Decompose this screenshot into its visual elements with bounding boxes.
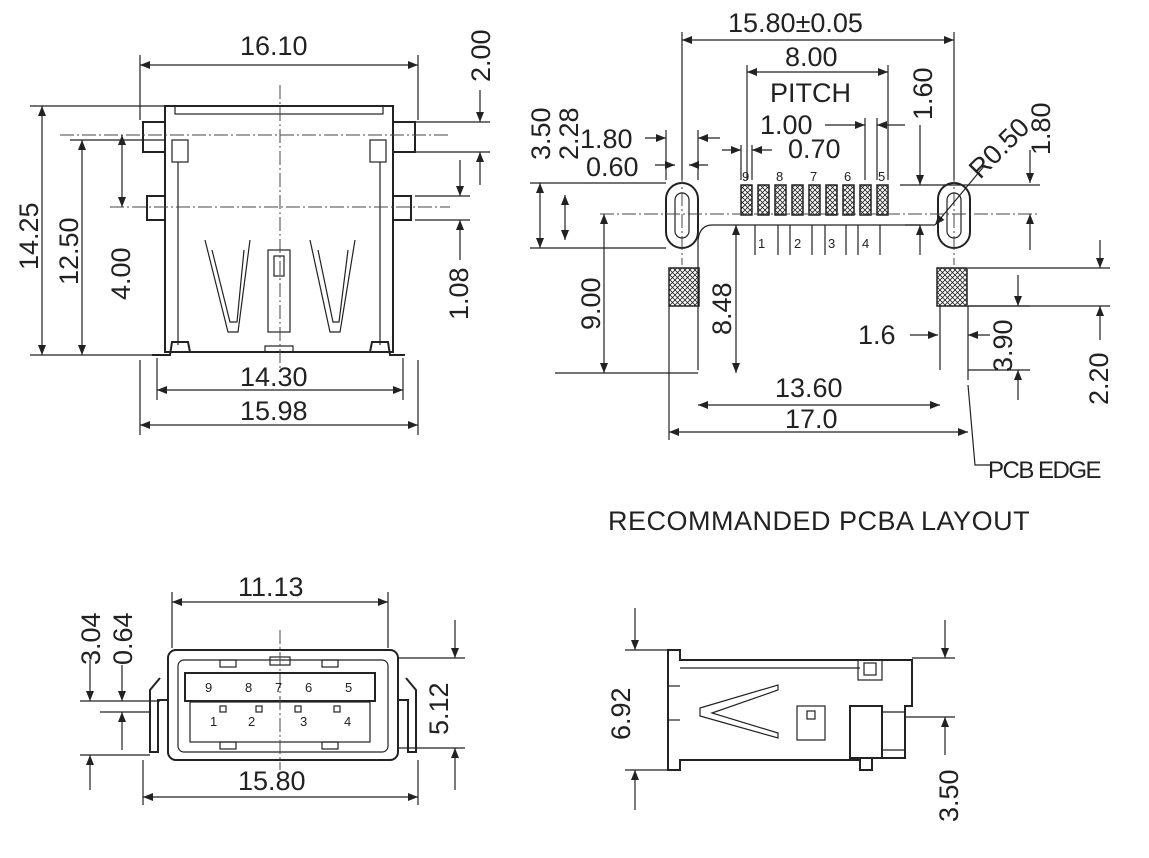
dim-9-00: 9.00 — [576, 277, 606, 330]
dim-13-60: 13.60 — [775, 373, 843, 403]
end-pin-4: 4 — [344, 714, 351, 729]
dim-1-00: 1.00 — [760, 110, 813, 140]
pitch-label: PITCH — [770, 78, 851, 108]
dim-2-20: 2.20 — [1084, 352, 1114, 405]
end-dim-15-80: 15.80 — [238, 766, 306, 796]
end-pin-5: 5 — [345, 680, 352, 695]
front-view: 16.10 2.00 14.25 12.50 4.00 1.08 14.30 1… — [14, 29, 496, 435]
pcb-pin-1: 1 — [758, 236, 765, 251]
dim-0-70: 0.70 — [788, 134, 841, 164]
end-pin-8: 8 — [245, 680, 252, 695]
dim-15-80-tol: 15.80±0.05 — [728, 8, 863, 38]
dim-r0-50: R0.50 — [963, 112, 1035, 184]
pcb-pin-7: 7 — [810, 169, 817, 184]
end-dim-11-13: 11.13 — [238, 572, 304, 602]
end-view: 11.13 3.04 0.64 5.12 15.80 9 8 7 6 5 1 2… — [76, 572, 465, 805]
dim-1-6: 1.6 — [858, 320, 896, 350]
front-view-dim-lines — [30, 55, 490, 435]
end-dim-5-12: 5.12 — [424, 682, 454, 735]
side-view-outline — [667, 649, 913, 771]
pcb-pin-8: 8 — [776, 169, 783, 184]
end-view-dim-lines — [80, 592, 465, 805]
dim-1-80-left: 1.80 — [580, 124, 633, 154]
pcb-pin-2: 2 — [794, 236, 801, 251]
end-pin-6: 6 — [305, 680, 312, 695]
dim-1-60: 1.60 — [908, 67, 938, 120]
pcb-pin-4: 4 — [862, 236, 869, 251]
side-dim-3-50: 3.50 — [934, 769, 964, 822]
end-pin-1: 1 — [210, 714, 217, 729]
pcb-pin-3: 3 — [828, 236, 835, 251]
side-dim-6-92: 6.92 — [606, 687, 636, 740]
side-view-dim-lines — [625, 608, 955, 810]
dim-3-50: 3.50 — [526, 107, 556, 160]
dim-15-98: 15.98 — [240, 396, 308, 426]
dim-12-50: 12.50 — [54, 217, 84, 285]
end-dim-3-04: 3.04 — [76, 612, 106, 665]
dim-3-90: 3.90 — [988, 319, 1018, 372]
end-pin-9: 9 — [205, 680, 212, 695]
pcb-layout-outline — [555, 170, 1040, 440]
front-view-outline — [60, 85, 450, 370]
pcb-pin-5: 5 — [878, 169, 885, 184]
end-pin-7: 7 — [275, 680, 282, 695]
dim-8-00: 8.00 — [785, 42, 838, 72]
end-pin-3: 3 — [300, 714, 307, 729]
dim-17-0: 17.0 — [785, 404, 838, 434]
pcb-pin-9: 9 — [742, 169, 749, 184]
dim-1-08: 1.08 — [444, 267, 474, 320]
dim-0-60: 0.60 — [586, 152, 639, 182]
dim-2-00: 2.00 — [466, 29, 496, 82]
layout-caption: RECOMMANDED PCBA LAYOUT — [608, 506, 1030, 536]
end-pin-2: 2 — [248, 714, 255, 729]
dim-14-25: 14.25 — [14, 202, 44, 270]
side-view: 6.92 3.50 — [606, 608, 964, 822]
pcb-layout-dim-lines — [530, 32, 1110, 466]
dim-4-00: 4.00 — [106, 247, 136, 300]
dim-16-10: 16.10 — [240, 31, 308, 61]
dim-1-80-right: 1.80 — [1026, 102, 1056, 155]
pcb-pin-6: 6 — [844, 169, 851, 184]
dim-14-30: 14.30 — [240, 362, 308, 392]
dim-2-28: 2.28 — [554, 107, 584, 160]
pcb-layout-view: 15.80±0.05 8.00 PITCH 1.00 0.70 1.60 1.8… — [526, 8, 1114, 536]
pcb-edge-label: PCB EDGE — [988, 457, 1101, 484]
end-dim-0-64: 0.64 — [108, 612, 138, 665]
dim-8-48: 8.48 — [707, 282, 737, 335]
